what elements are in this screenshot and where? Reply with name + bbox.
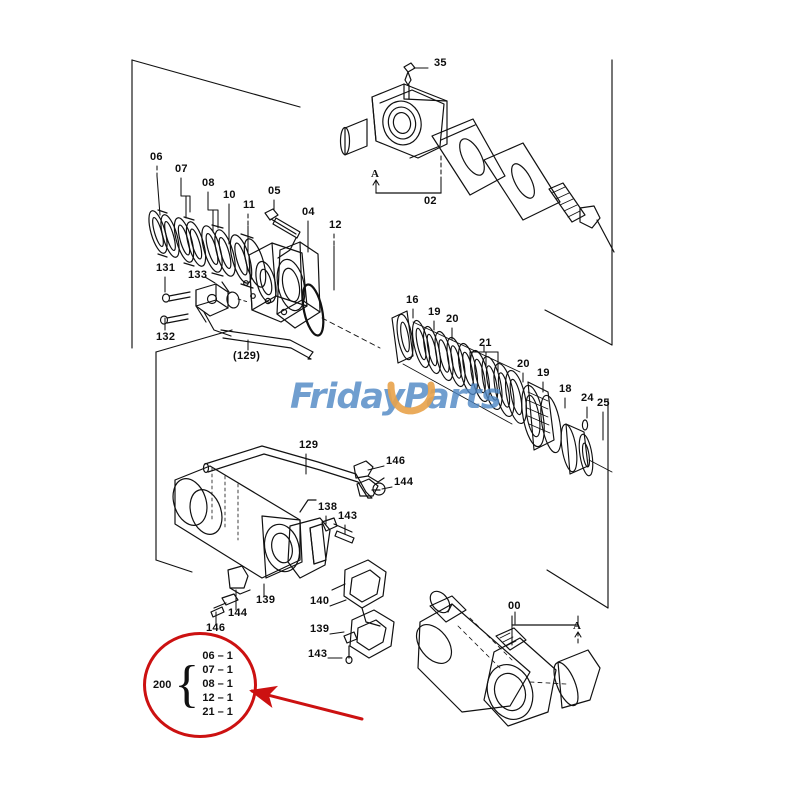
section-a-bottom-bracket (511, 615, 582, 646)
callout-08: 08 (202, 177, 215, 189)
seal-rings (148, 209, 267, 289)
callout-12: 12 (329, 219, 342, 231)
callout-02: 02 (424, 195, 437, 207)
legend-row: 21 – 1 (202, 706, 233, 718)
callout-20-a: 20 (446, 313, 459, 325)
piston-seal-stack (391, 310, 613, 477)
callout-04: 04 (302, 206, 315, 218)
bottom-right-assembly (415, 590, 601, 727)
callout-129-paren: (129) (233, 350, 261, 362)
callout-144-b: 144 (228, 607, 248, 619)
callout-146-b: 146 (206, 622, 226, 634)
callout-132: 132 (156, 331, 176, 343)
red-annotation-arrow (249, 685, 364, 721)
lever-and-fasteners (159, 281, 314, 360)
top-rod-assembly (339, 62, 615, 253)
callout-05: 05 (268, 185, 281, 197)
leader-lines (156, 67, 604, 659)
callout-144-a: 144 (394, 476, 414, 488)
legend-row: 12 – 1 (202, 692, 233, 704)
legend-row: 07 – 1 (202, 664, 233, 676)
callout-138: 138 (318, 501, 338, 513)
legend-row: 06 – 1 (202, 650, 233, 662)
legend-content: 200 { 06 – 1 07 – 1 08 – 1 12 – 1 21 – 1 (153, 650, 233, 719)
callout-131: 131 (156, 262, 176, 274)
callout-129: 129 (299, 439, 319, 451)
callout-133: 133 (188, 269, 208, 281)
frame-lines (131, 59, 613, 609)
legend-row-list: 06 – 1 07 – 1 08 – 1 12 – 1 21 – 1 (202, 650, 233, 719)
callout-11: 11 (243, 199, 256, 211)
callout-00: 00 (508, 600, 521, 612)
callout-143-b: 143 (308, 648, 328, 660)
callout-140: 140 (310, 595, 330, 607)
callout-18: 18 (559, 383, 572, 395)
callout-19-a: 19 (428, 306, 441, 318)
callout-35: 35 (434, 57, 447, 69)
callout-10: 10 (223, 189, 236, 201)
section-marker-a-bottom: A (573, 620, 581, 632)
callout-139-b: 139 (310, 623, 330, 635)
legend-brace: { (174, 655, 200, 713)
callout-139-a: 139 (256, 594, 276, 606)
callout-21: 21 (479, 337, 492, 349)
callout-143-a: 143 (338, 510, 358, 522)
callout-07: 07 (175, 163, 188, 175)
callout-25: 25 (597, 397, 610, 409)
legend-group-number: 200 (153, 678, 172, 691)
section-a-top-bracket (372, 155, 442, 194)
callout-20-b: 20 (517, 358, 530, 370)
cylinder-barrel-assembly (172, 445, 395, 665)
upper-left-seal-stack (148, 208, 381, 349)
legend-row: 08 – 1 (202, 678, 233, 690)
legend-circle-highlight (143, 632, 257, 738)
callout-16: 16 (406, 294, 419, 306)
section-marker-a-top: A (371, 168, 379, 180)
callout-146-a: 146 (386, 455, 406, 467)
callout-24: 24 (581, 392, 594, 404)
ring-series (402, 319, 528, 425)
callout-19-b: 19 (537, 367, 550, 379)
callout-06: 06 (150, 151, 163, 163)
legend-callout: 200 { 06 – 1 07 – 1 08 – 1 12 – 1 21 – 1 (143, 632, 261, 742)
